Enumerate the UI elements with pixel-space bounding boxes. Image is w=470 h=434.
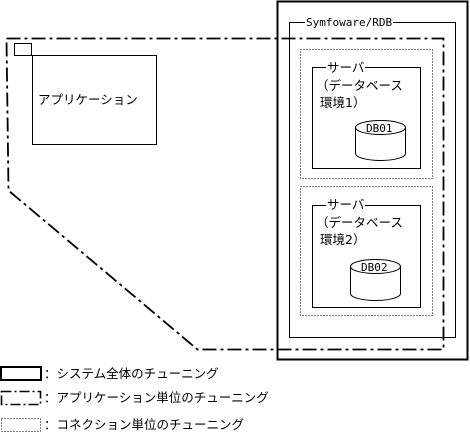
legend-swatch-dotted: [1, 418, 41, 432]
application-scope-border: [5, 37, 445, 351]
application-scope-corner-marker: [14, 43, 32, 56]
legend-swatch-dash-dot: [0, 390, 42, 406]
server-env-line2-2: 環境2）: [320, 232, 366, 247]
application-box: [32, 55, 157, 145]
legend-label-system: ：システム全体のチューニング: [44, 366, 219, 381]
legend-label-application: ：アプリケーション単位のチューニング: [44, 390, 269, 405]
connection-scope-border-1: [300, 49, 433, 179]
db-label-2: DB02: [361, 261, 388, 274]
legend-label-connection: ：コネクション単位のチューニング: [44, 417, 245, 432]
server-env-line2-1: 環境1）: [320, 95, 366, 110]
server-env-line1-2: （データベース: [316, 215, 403, 230]
legend-swatch-solid: [0, 366, 42, 381]
application-label: アプリケーション: [38, 92, 138, 107]
database-cylinder-icon-2: [350, 259, 401, 301]
symfoware-rdb-label: Symfoware/RDB: [305, 15, 394, 30]
server-env-line1-1: （データベース: [316, 78, 403, 93]
server-title-2: サーバ: [326, 197, 366, 212]
server-box-2: [312, 205, 421, 308]
database-cylinder-icon-1: [355, 120, 406, 161]
connection-scope-border-2: [300, 186, 433, 316]
system-scope-border: [276, 0, 469, 361]
db-label-1: DB01: [366, 122, 393, 135]
server-title-1: サーバ: [326, 60, 366, 75]
server-box-1: [312, 67, 421, 169]
